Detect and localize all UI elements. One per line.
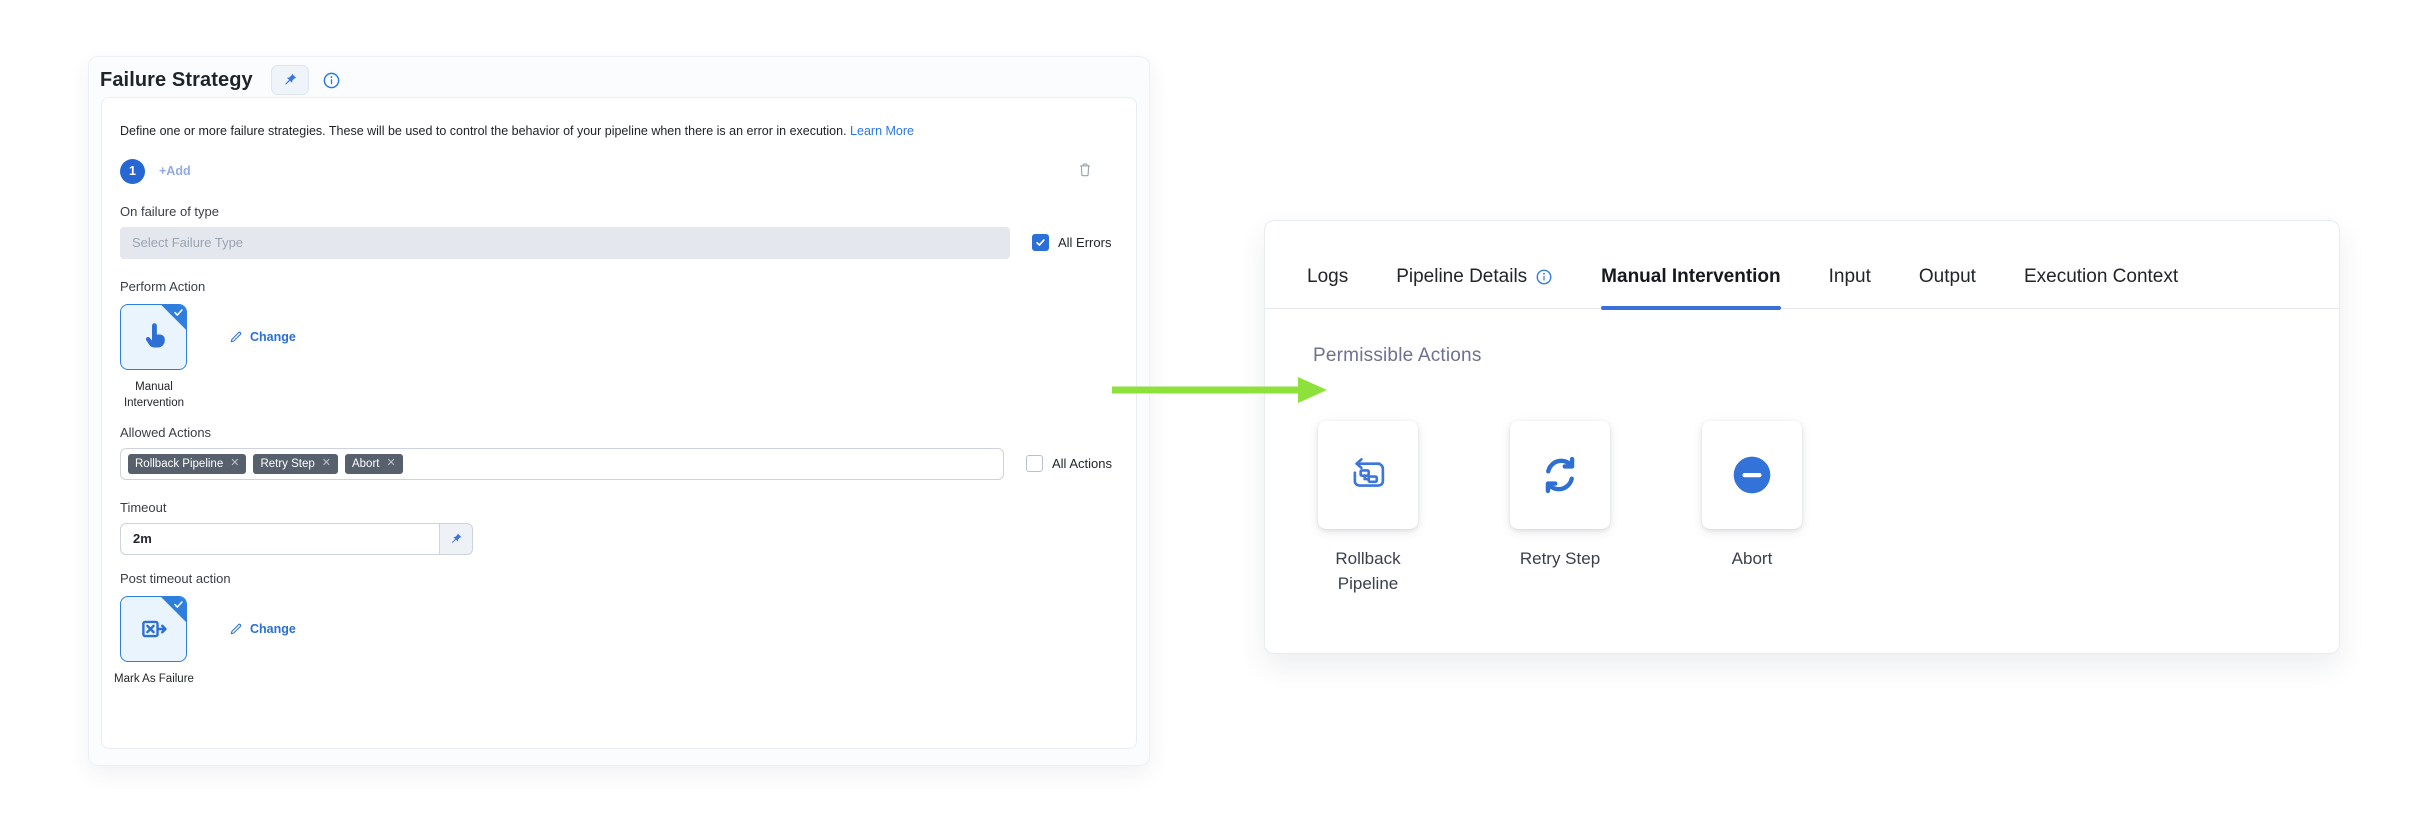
tag-rollback-pipeline: Rollback Pipeline bbox=[128, 453, 247, 474]
timeout-pin-button[interactable] bbox=[440, 522, 473, 555]
tag-label: Retry Step bbox=[260, 457, 315, 470]
action-rollback-pipeline: Rollback Pipeline bbox=[1313, 421, 1423, 596]
tab-label: Manual Intervention bbox=[1601, 266, 1781, 287]
tab-label: Execution Context bbox=[2023, 266, 2179, 287]
tab-logs[interactable]: Logs bbox=[1307, 266, 1348, 308]
strategy-index-badge[interactable]: 1 bbox=[120, 158, 145, 184]
tab-label: Pipeline Details bbox=[1396, 266, 1528, 287]
timeout-label: Timeout bbox=[120, 499, 167, 515]
delete-strategy-button[interactable] bbox=[1076, 161, 1094, 184]
hand-pointer-icon bbox=[145, 323, 165, 348]
allowed-actions-row: Rollback Pipeline Retry Step Abort All A… bbox=[120, 447, 1118, 480]
check-icon bbox=[174, 308, 183, 316]
trash-icon bbox=[1080, 163, 1090, 176]
action-label: Retry Step bbox=[1519, 549, 1601, 568]
add-strategy-button[interactable]: +Add bbox=[159, 164, 191, 179]
timeout-input[interactable] bbox=[120, 522, 440, 555]
learn-more-link[interactable]: Learn More bbox=[850, 124, 914, 138]
details-tabbar: Logs Pipeline Details Manual Interventio… bbox=[1265, 221, 2339, 310]
info-icon bbox=[1536, 269, 1552, 285]
check-icon bbox=[174, 601, 183, 608]
post-timeout-label: Post timeout action bbox=[120, 570, 231, 586]
change-post-timeout-button[interactable]: Change bbox=[229, 622, 296, 636]
failure-strategy-card: Define one or more failure strategies. T… bbox=[101, 97, 1137, 749]
action-retry-step: Retry Step bbox=[1505, 421, 1615, 596]
allowed-actions-label: Allowed Actions bbox=[120, 424, 212, 440]
all-errors-label: All Errors bbox=[1058, 235, 1112, 251]
mark-as-failure-icon bbox=[141, 620, 167, 638]
tab-output[interactable]: Output bbox=[1919, 266, 1976, 308]
change-label: Change bbox=[250, 621, 296, 636]
manual-intervention-content: Permissible Actions Rollback Pipeline bbox=[1265, 309, 2339, 596]
tab-execution-context[interactable]: Execution Context bbox=[2024, 266, 2178, 308]
failure-strategy-header: Failure Strategy bbox=[89, 57, 1149, 95]
failure-strategy-panel: Failure Strategy Define one or more fail… bbox=[88, 56, 1150, 766]
failure-type-input[interactable] bbox=[120, 226, 1010, 259]
tag-retry-step: Retry Step bbox=[253, 453, 338, 474]
post-timeout-value: Mark As Failure bbox=[114, 672, 194, 685]
permissible-actions-heading: Permissible Actions bbox=[1313, 345, 1482, 366]
tag-label: Rollback Pipeline bbox=[135, 457, 224, 470]
all-actions-label: All Actions bbox=[1052, 456, 1112, 472]
timeout-row bbox=[120, 522, 1118, 555]
tab-label: Logs bbox=[1307, 266, 1349, 287]
tab-pipeline-details[interactable]: Pipeline Details bbox=[1396, 266, 1553, 308]
remove-tag-icon[interactable] bbox=[386, 458, 395, 469]
pin-button[interactable] bbox=[270, 65, 309, 95]
tab-label: Input bbox=[1828, 266, 1871, 287]
strategy-description: Define one or more failure strategies. T… bbox=[120, 122, 1118, 141]
change-perform-action-button[interactable]: Change bbox=[229, 330, 296, 344]
manual-intervention-card[interactable] bbox=[120, 303, 187, 370]
tag-abort: Abort bbox=[344, 453, 403, 474]
tab-manual-intervention[interactable]: Manual Intervention bbox=[1601, 266, 1782, 310]
pencil-icon bbox=[230, 331, 242, 343]
action-label: Abort bbox=[1731, 549, 1773, 568]
checkbox-checked-icon bbox=[1032, 234, 1049, 252]
pencil-icon bbox=[230, 623, 242, 635]
rollback-pipeline-icon bbox=[1353, 458, 1385, 487]
remove-tag-icon[interactable] bbox=[230, 458, 239, 469]
post-timeout-row: Change bbox=[120, 595, 1118, 662]
description-text: Define one or more failure strategies. T… bbox=[120, 124, 847, 138]
annotation-arrow bbox=[1112, 376, 1328, 409]
checkbox-unchecked-icon bbox=[1026, 455, 1043, 473]
tab-label: Output bbox=[1918, 266, 1976, 287]
info-icon[interactable] bbox=[322, 71, 341, 90]
pushpin-icon bbox=[451, 533, 462, 543]
abort-icon bbox=[1733, 456, 1771, 494]
execution-details-panel: Logs Pipeline Details Manual Interventio… bbox=[1264, 220, 2340, 654]
pushpin-icon bbox=[285, 73, 296, 85]
action-label: Rollback Pipeline bbox=[1335, 549, 1401, 593]
tag-label: Abort bbox=[351, 457, 380, 470]
abort-button[interactable] bbox=[1702, 421, 1802, 529]
perform-action-row: Change bbox=[120, 303, 1118, 370]
action-abort: Abort bbox=[1697, 421, 1807, 596]
all-actions-checkbox[interactable]: All Actions bbox=[1026, 455, 1112, 473]
failure-type-row: All Errors bbox=[120, 226, 1118, 259]
perform-action-value: Manual Intervention bbox=[123, 380, 185, 409]
permissible-actions-row: Rollback Pipeline Retry Step bbox=[1313, 421, 2339, 596]
retry-step-button[interactable] bbox=[1510, 421, 1610, 529]
all-errors-checkbox[interactable]: All Errors bbox=[1032, 234, 1112, 252]
remove-tag-icon[interactable] bbox=[322, 458, 331, 469]
arrow-right-icon bbox=[1112, 377, 1327, 403]
panel-title: Failure Strategy bbox=[100, 68, 253, 91]
perform-action-label: Perform Action bbox=[120, 278, 206, 294]
on-failure-label: On failure of type bbox=[120, 203, 219, 219]
allowed-actions-input[interactable]: Rollback Pipeline Retry Step Abort bbox=[120, 447, 1004, 480]
retry-step-icon bbox=[1545, 456, 1575, 494]
strategy-list-row: 1 +Add bbox=[120, 158, 1118, 184]
change-label: Change bbox=[250, 329, 296, 344]
tab-input[interactable]: Input bbox=[1829, 266, 1871, 308]
mark-as-failure-card[interactable] bbox=[120, 595, 187, 662]
rollback-pipeline-button[interactable] bbox=[1318, 421, 1418, 529]
